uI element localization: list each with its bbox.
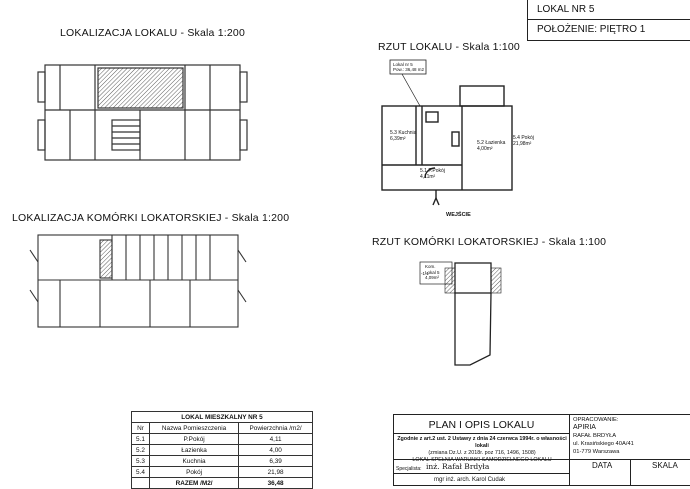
total-value: 36,48 — [238, 477, 313, 489]
cell-name: P.Pokój — [148, 433, 240, 445]
address-line1: ul. Krasińskiego 40A/41 — [573, 441, 634, 447]
lazienka-area: 4,00m² — [477, 146, 493, 152]
cell-area: 6,39 — [238, 455, 313, 467]
pokoj-name: Pokój — [521, 135, 534, 141]
company-name: APIRIA — [573, 424, 596, 431]
desc-line3: LOKAL SPEŁNIA WARUNKI SAMODZIELNEGO LOKA… — [412, 457, 552, 463]
prepared-by-label: OPRACOWANIE: — [573, 417, 619, 423]
cell-nr: 5.3 — [131, 455, 150, 467]
room-table-caption: LOKAL MIESZKALNY NR 5 — [131, 411, 313, 423]
cell-name: Pokój — [148, 466, 240, 478]
table-row: 5.2 Łazienka 4,00 — [131, 444, 313, 456]
lazienka-num: 5.2 — [477, 140, 484, 146]
pokoj-area: 21,98m² — [513, 141, 532, 147]
author-name: RAFAŁ BRDYŁA — [573, 433, 617, 439]
cell-name: Kuchnia — [148, 455, 240, 467]
room-table: LOKAL MIESZKALNY NR 5 Nr Nazwa Pomieszcz… — [131, 411, 313, 489]
cell-area: 21,98 — [238, 466, 313, 478]
desc-line1: Zgodnie z art.2 ust. 2 Ustawy z dnia 24 … — [397, 436, 567, 449]
storage-tag: Kom. Lokal 5 4,09m² — [425, 264, 440, 281]
kuchnia-num: 5.3 — [390, 130, 397, 136]
table-row: 5.3 Kuchnia 6,39 — [131, 455, 313, 467]
title-lokalizacja-komorki: LOKALIZACJA KOMÓRKI LOKATORSKIEJ - Skala… — [12, 212, 290, 224]
title-rzut-komorki: RZUT KOMÓRKI LOKATORSKIEJ - Skala 1:100 — [372, 236, 607, 248]
ppokoj-num: 5.1 — [420, 168, 427, 174]
cell-name: Łazienka — [148, 444, 240, 456]
cell-nr: 5.1 — [131, 433, 150, 445]
table-row: 5.1 P.Pokój 4,11 — [131, 433, 313, 445]
storage-tag-line1: Kom. — [425, 264, 436, 269]
col-header-name: Nazwa Pomieszczenia — [148, 422, 240, 434]
title-rzut-lokalu: RZUT LOKALU - Skala 1:100 — [378, 41, 520, 53]
room-lazienka: 5.2 Łazienka 4,00m² — [477, 140, 505, 152]
plan-description: Zgodnie z art.2 ust. 2 Ustawy z dnia 24 … — [396, 436, 568, 464]
storage-tag-line2: Lokal 5 — [425, 269, 440, 275]
storage-num: -1.1 — [421, 271, 429, 276]
lokal-tag-line2: Pow.: 36,48 m2 — [393, 67, 425, 72]
ppokoj-name: P.Pokój — [428, 168, 445, 174]
desc-line2: (zmiana Dz.U. z 2018r. poz 716, 1496, 15… — [428, 450, 536, 456]
specialist-label: Specjalista: — [396, 466, 422, 472]
entrance-label: WEJŚCIE — [446, 212, 471, 218]
storage-area: 4,09m² — [425, 275, 440, 280]
plan-title: PLAN I OPIS LOKALU — [394, 415, 570, 434]
title-lokalizacja-lokalu: LOKALIZACJA LOKALU - Skala 1:200 — [60, 27, 245, 39]
room-pokoj: 5.4 Pokój 21,98m² — [513, 135, 534, 147]
room-ppokoj: 5.1 P.Pokój 4,11m² — [420, 168, 445, 180]
cell-nr: 5.2 — [131, 444, 150, 456]
lokal-tag: Lokal nr 5 Pow.: 36,48 m2 — [393, 62, 424, 72]
footer-partial: mgr inż. arch. Karol Cudak — [434, 477, 506, 483]
floor-location: POŁOŻENIE: PIĘTRO 1 — [537, 24, 646, 35]
cell-nr: 5.4 — [131, 466, 150, 478]
cell-area: 4,11 — [238, 433, 313, 445]
scale-label: SKALA — [652, 461, 678, 470]
col-header-area: Powierzchnia /m2/ — [238, 422, 313, 434]
kuchnia-name: Kuchnia — [398, 130, 417, 136]
table-total-row: RAZEM /M2/ 36,48 — [131, 477, 313, 489]
kuchnia-area: 6,39m² — [390, 136, 406, 142]
ppokoj-area: 4,11m² — [420, 174, 436, 180]
plan-description-box: PLAN I OPIS LOKALU Zgodnie z art.2 ust. … — [393, 414, 690, 486]
author-info: OPRACOWANIE: APIRIA RAFAŁ BRDYŁA ul. Kra… — [573, 416, 634, 456]
lokal-number: LOKAL NR 5 — [528, 0, 690, 20]
pokoj-num: 5.4 — [513, 135, 520, 141]
location-floor-plan — [37, 64, 248, 161]
total-label: RAZEM /M2/ — [148, 477, 240, 489]
col-header-nr: Nr — [131, 422, 150, 434]
lokal-tag-line1: Lokal nr 5 — [393, 62, 413, 67]
apartment-plan — [381, 59, 513, 206]
table-row: 5.4 Pokój 21,98 — [131, 466, 313, 478]
specialist-name: inż. Rafał Brdyła — [426, 462, 490, 471]
cell-area: 4,00 — [238, 444, 313, 456]
date-label: DATA — [592, 461, 613, 470]
header-box: LOKAL NR 5 POŁOŻENIE: PIĘTRO 1 — [527, 0, 690, 41]
lazienka-name: Łazienka — [485, 140, 506, 146]
storage-plan — [419, 261, 502, 366]
room-kuchnia: 5.3 Kuchnia 6,39m² — [390, 130, 416, 142]
location-basement-plan — [29, 234, 247, 328]
address-line2: 01-779 Warszawa — [573, 449, 620, 455]
